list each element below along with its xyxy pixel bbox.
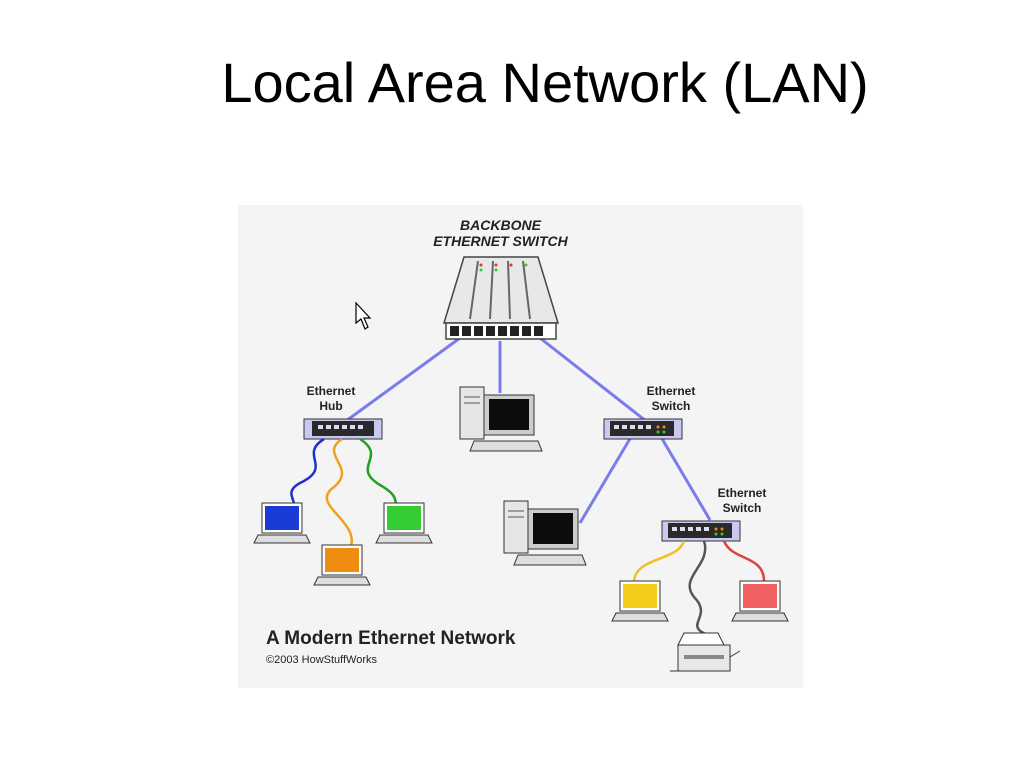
desktop-computer-icon	[503, 500, 587, 566]
switch2-label: Ethernet Switch	[707, 486, 777, 516]
hub-label-line-2: Hub	[319, 399, 343, 413]
hub-icon	[303, 418, 383, 440]
switch1-label: Ethernet Switch	[636, 384, 706, 414]
hub-label-line-1: Ethernet	[306, 384, 356, 398]
switch2-label-line-1: Ethernet	[717, 486, 767, 500]
link-switch1-switch2	[659, 436, 712, 521]
desktop-computer-icon	[459, 386, 543, 452]
laptop-icon	[313, 544, 371, 586]
backbone-label-line-2: ETHERNET SWITCH	[433, 233, 568, 249]
cable-gray	[688, 540, 709, 637]
mouse-pointer-icon	[355, 301, 372, 330]
diagram-credit: ©2003 HowStuffWorks	[266, 654, 378, 666]
backbone-label-line-1: BACKBONE	[460, 217, 541, 233]
network-diagram: BACKBONE ETHERNET SWITCH Ethernet Hub Et…	[238, 205, 803, 688]
cable-yellow	[632, 540, 686, 582]
link-backbone-hub	[345, 336, 461, 423]
switch1-label-line-1: Ethernet	[646, 384, 696, 398]
switch2-label-line-2: Switch	[722, 501, 762, 515]
laptop-icon	[375, 502, 433, 544]
cable-red	[722, 540, 766, 582]
cable-green	[359, 437, 409, 509]
link-backbone-switch1	[539, 336, 647, 423]
switch-icon	[661, 520, 741, 542]
cable-orange	[325, 437, 353, 550]
diagram-graphics	[253, 256, 789, 672]
laptop-icon	[731, 580, 789, 622]
switch2-cables	[632, 540, 766, 637]
backbone-switch-label: BACKBONE ETHERNET SWITCH	[408, 217, 593, 249]
cable-blue	[283, 437, 325, 513]
diagram-caption: A Modern Ethernet Network	[266, 628, 516, 649]
slide-title: Local Area Network (LAN)	[221, 51, 869, 114]
printer-icon	[670, 632, 741, 672]
switch1-label-line-2: Switch	[651, 399, 691, 413]
backbone-links	[345, 336, 712, 524]
hub-label: Ethernet Hub	[296, 384, 366, 414]
backbone-switch-icon	[442, 256, 560, 340]
link-switch1-server2	[578, 436, 633, 524]
laptop-icon	[253, 502, 311, 544]
laptop-icon	[611, 580, 669, 622]
switch-icon	[603, 418, 683, 440]
